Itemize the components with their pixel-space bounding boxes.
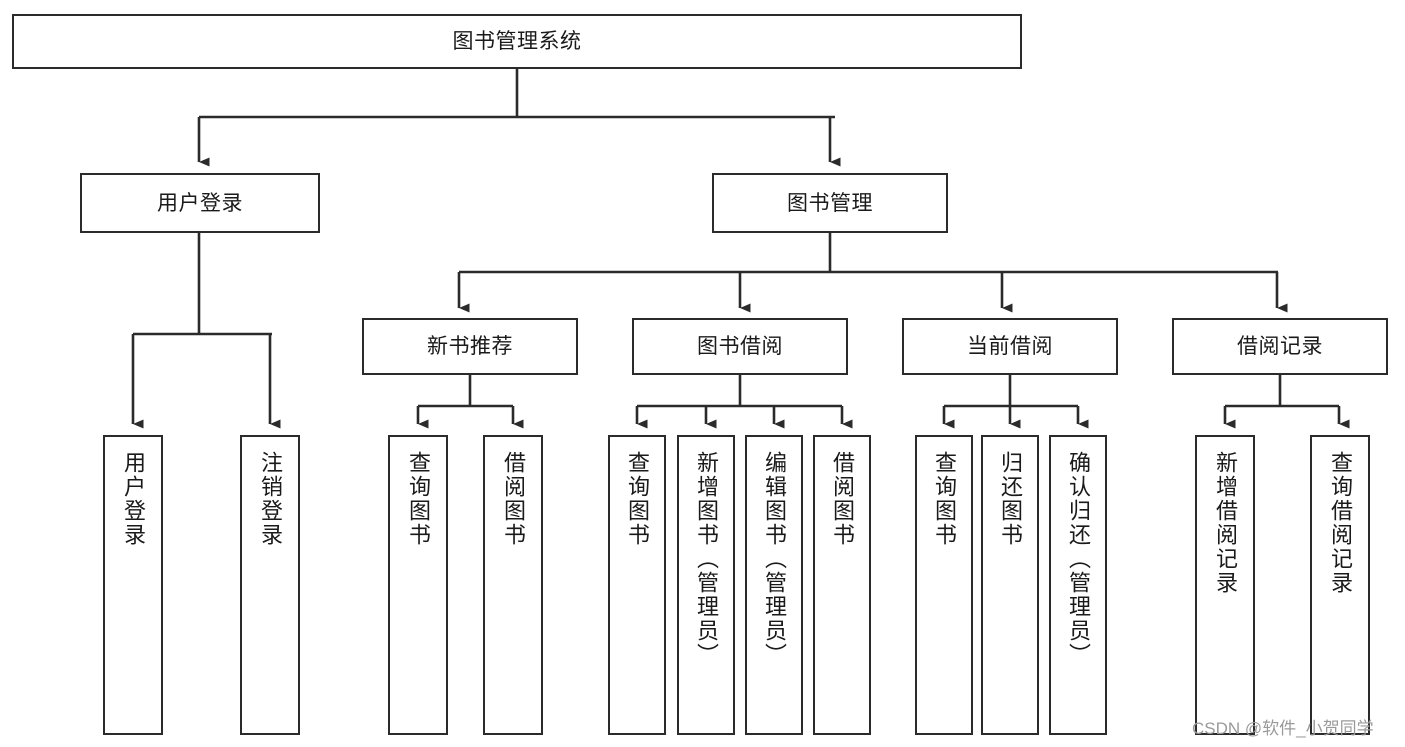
leaf-label: 编辑图书（管理员） [761,451,787,667]
leaf-borrow-record-add[interactable]: 新增借阅记录 [1195,435,1255,735]
leaf-new-book-borrow[interactable]: 借阅图书 [483,435,543,735]
node-root[interactable]: 图书管理系统 [12,14,1022,69]
node-book-borrow[interactable]: 图书借阅 [632,318,848,375]
leaf-label: 借阅图书 [500,451,526,547]
csdn-watermark: CSDN @软件_小贺同学 [1192,719,1374,738]
node-user-login-label: 用户登录 [157,191,243,215]
leaf-book-borrow-borrow[interactable]: 借阅图书 [813,435,871,735]
leaf-label: 归还图书 [997,451,1023,547]
leaf-label: 用户登录 [120,451,146,547]
leaf-label: 借阅图书 [829,451,855,547]
leaf-new-book-query[interactable]: 查询图书 [388,435,448,735]
leaf-label: 查询图书 [405,451,431,547]
node-current-borrow-label: 当前借阅 [967,335,1053,358]
leaf-current-borrow-query[interactable]: 查询图书 [915,435,973,735]
node-borrow-record-label: 借阅记录 [1237,335,1323,358]
leaf-current-borrow-return[interactable]: 归还图书 [981,435,1039,735]
node-book-management[interactable]: 图书管理 [712,173,948,233]
node-root-label: 图书管理系统 [452,30,582,53]
leaf-borrow-record-query[interactable]: 查询借阅记录 [1310,435,1370,735]
leaf-user-login-logout[interactable]: 注销登录 [240,435,300,735]
leaf-current-borrow-confirm-return[interactable]: 确认归还（管理员） [1049,435,1107,735]
leaf-user-login-login[interactable]: 用户登录 [103,435,163,735]
leaf-label: 查询图书 [624,451,650,547]
leaf-label: 查询图书 [931,451,957,547]
leaf-book-borrow-query[interactable]: 查询图书 [608,435,666,735]
leaf-label: 确认归还（管理员） [1065,451,1091,667]
node-current-borrow[interactable]: 当前借阅 [902,318,1118,375]
node-borrow-record[interactable]: 借阅记录 [1172,318,1388,375]
leaf-label: 新增图书（管理员） [693,451,719,667]
leaf-book-borrow-edit[interactable]: 编辑图书（管理员） [745,435,803,735]
node-book-management-label: 图书管理 [787,191,873,215]
leaf-label: 查询借阅记录 [1327,451,1353,595]
node-new-book-recommend[interactable]: 新书推荐 [362,318,578,375]
node-new-book-recommend-label: 新书推荐 [427,335,513,358]
leaf-label: 注销登录 [257,451,283,547]
leaf-book-borrow-add[interactable]: 新增图书（管理员） [677,435,735,735]
node-user-login[interactable]: 用户登录 [80,173,320,233]
node-book-borrow-label: 图书借阅 [697,335,783,358]
leaf-label: 新增借阅记录 [1212,451,1238,595]
